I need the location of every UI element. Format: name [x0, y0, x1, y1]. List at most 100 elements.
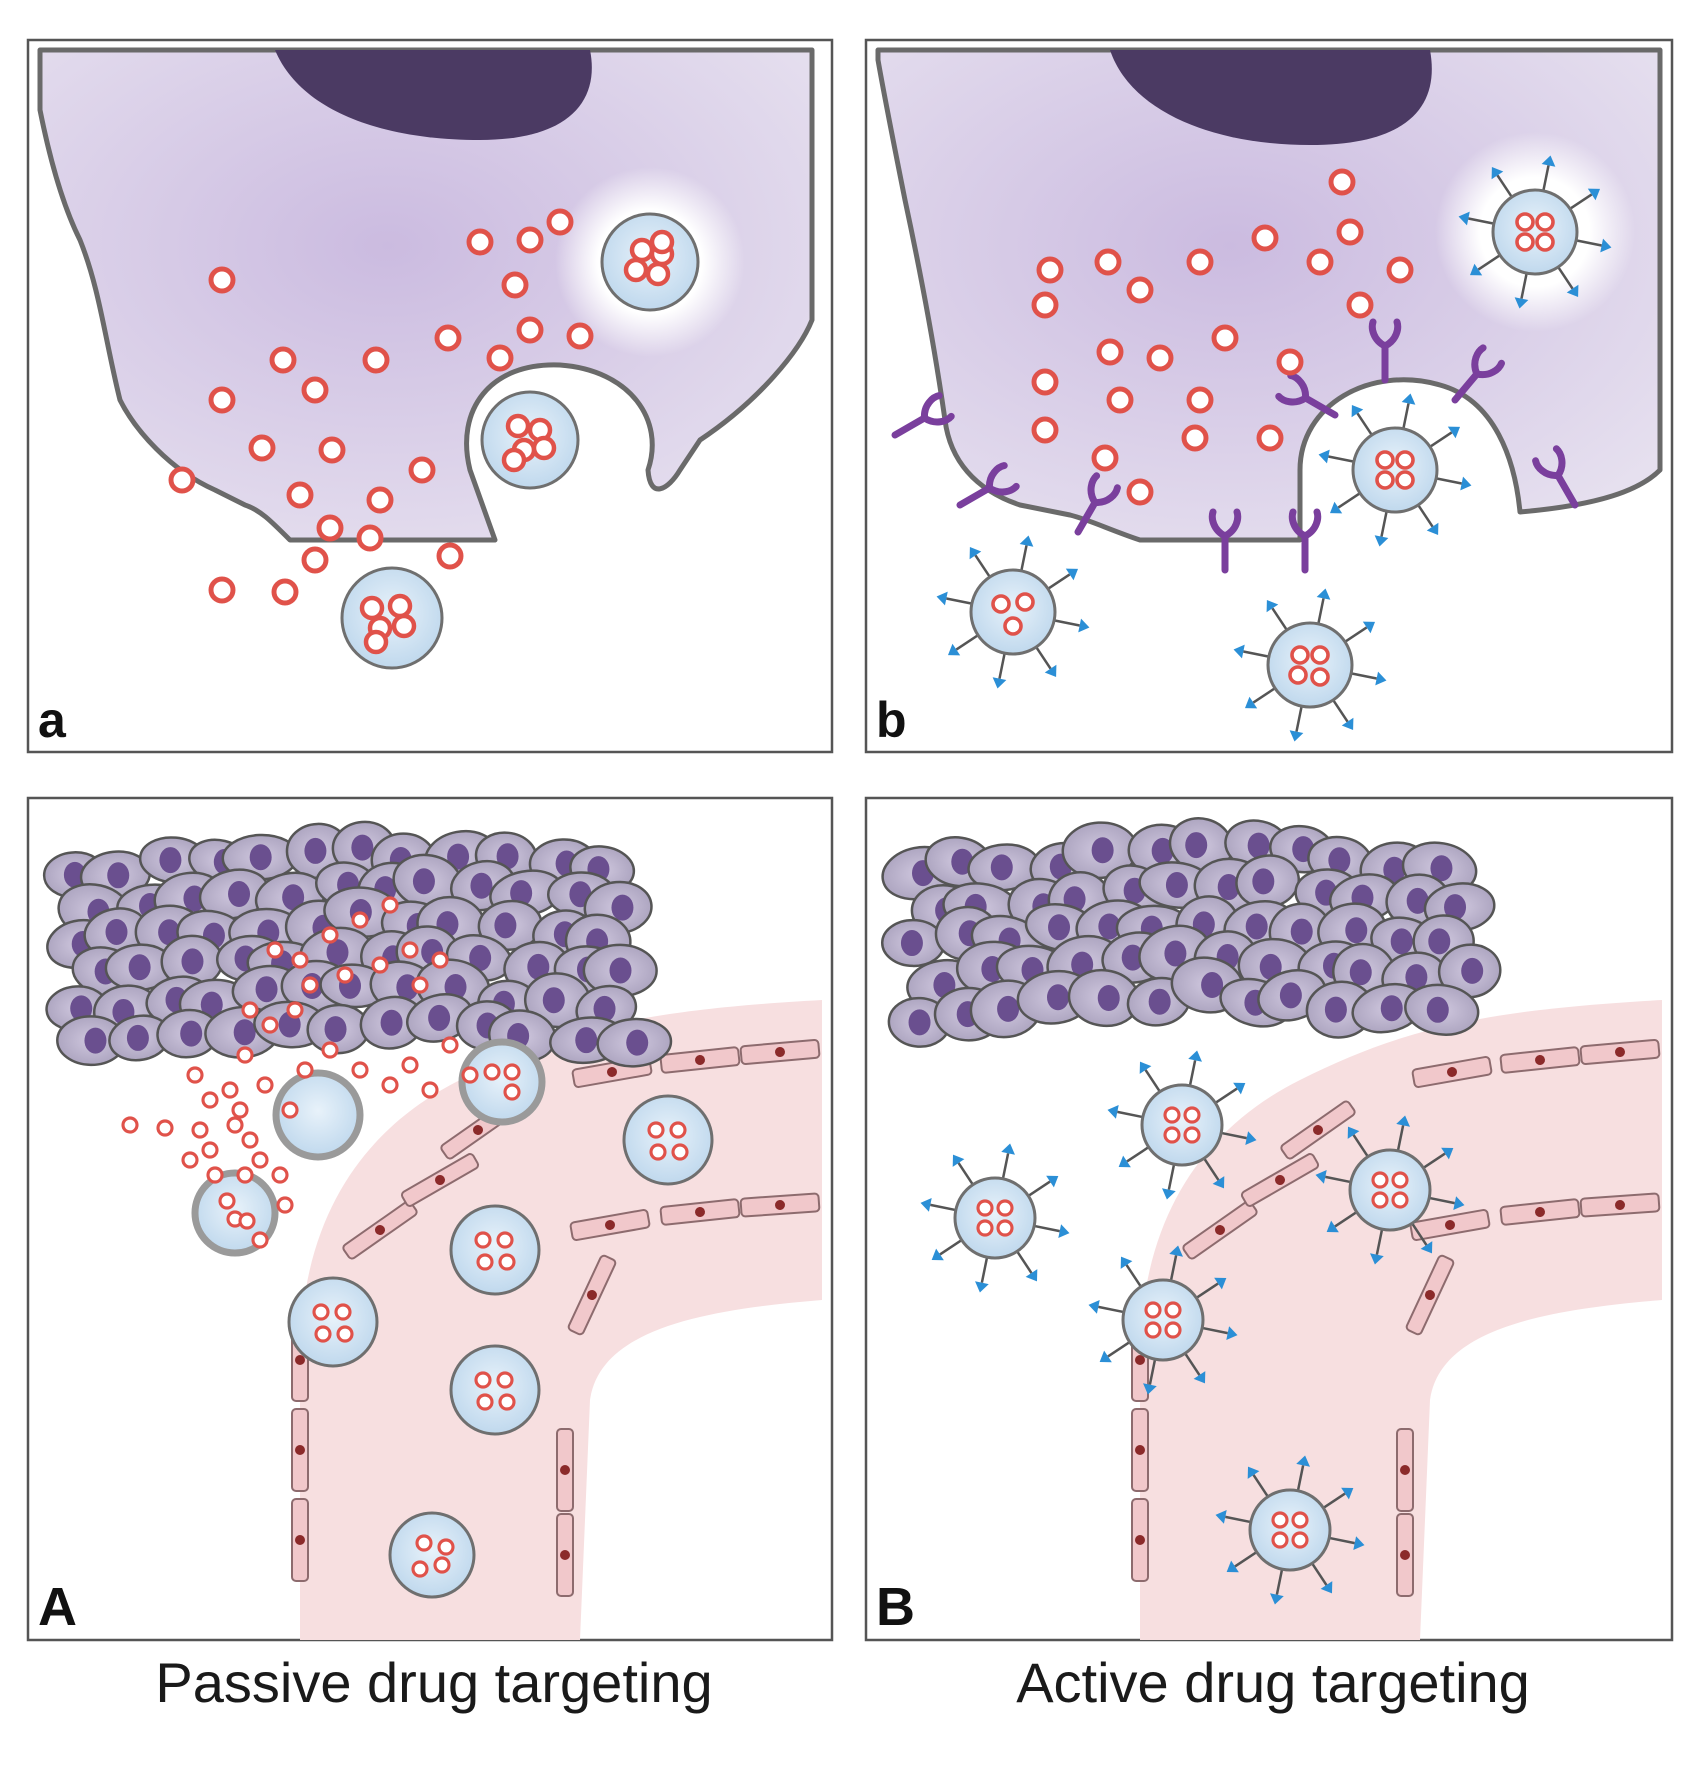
ligand-stalk: [1311, 1562, 1328, 1586]
ligand-arrow: [1329, 501, 1343, 514]
drug-molecule: [1395, 450, 1415, 470]
ligand-stalk: [1125, 1264, 1142, 1288]
drug-molecule: [251, 1231, 269, 1249]
drug-molecule: [318, 436, 346, 464]
ligand-arrow: [1420, 1241, 1433, 1254]
tumor-cell-nucleus: [527, 953, 550, 980]
drug-molecule: [186, 1066, 204, 1084]
drug-molecule: [208, 576, 236, 604]
drug-molecule: [411, 1560, 429, 1578]
ligand-arrow: [1541, 155, 1556, 167]
carrier-shell: [1266, 621, 1354, 709]
receptor-shape: [1074, 472, 1121, 536]
ligand-arrow: [1362, 621, 1376, 634]
endothelial-nucleus: [1135, 1355, 1145, 1365]
drug-molecule: [241, 1131, 259, 1149]
ligand-arrow: [1320, 1581, 1333, 1594]
drug-molecule: [1288, 665, 1308, 685]
ligand-arrow: [1143, 1383, 1157, 1395]
drug-molecule: [316, 514, 344, 542]
drug-molecule: [241, 1001, 259, 1019]
targeted-nanocarrier: [1315, 1115, 1465, 1265]
ligand-stalk: [1167, 1163, 1176, 1190]
ligand-arrow: [1245, 1131, 1257, 1145]
nanocarrier: [340, 566, 444, 670]
drug-molecule: [1395, 470, 1415, 490]
ligand-stalk: [1344, 626, 1368, 643]
targeted-nanocarrier: [1233, 588, 1387, 742]
drug-molecule: [321, 1041, 339, 1059]
tumor-cell-nucleus: [105, 918, 128, 945]
ligand-arrow: [1088, 1300, 1100, 1314]
receptor: [1368, 318, 1402, 384]
tumor-cell-nucleus: [228, 881, 251, 908]
drug-molecule: [1306, 248, 1334, 276]
drug-molecule: [461, 1066, 479, 1084]
ligand-arrow: [1491, 166, 1504, 180]
carrier-shell: [1248, 1488, 1332, 1572]
nanocarrier: [191, 1169, 279, 1257]
targeted-nanocarrier: [920, 1143, 1070, 1293]
tumor-cell-nucleus: [412, 868, 435, 895]
tumor-cell-nucleus: [1185, 832, 1208, 859]
drug-molecule: [1535, 212, 1555, 232]
ligand-stalk: [1435, 477, 1462, 485]
endothelial-cell: [739, 1192, 821, 1218]
endothelial-cell: [1182, 1200, 1258, 1260]
ligand-arrow: [1460, 476, 1472, 491]
ligand-stalk: [998, 652, 1006, 679]
panel-label-A: A: [38, 1577, 77, 1637]
ligand-stalk: [1542, 165, 1550, 192]
tumor-cell-nucleus: [1046, 984, 1069, 1011]
ligand-stalk: [1271, 607, 1288, 631]
drug-molecule: [1310, 667, 1330, 687]
ligand-arrow: [1374, 535, 1389, 547]
ligand-stalk: [1053, 619, 1080, 627]
tumor-cell: [880, 918, 946, 968]
drug-molecule: [629, 237, 655, 263]
endothelial-nucleus: [1215, 1225, 1225, 1235]
drug-molecule: [645, 261, 671, 287]
nanocarrier: [272, 1069, 364, 1161]
drug-molecule: [503, 1063, 521, 1081]
nucleus: [275, 50, 592, 140]
endothelial-cell: [1499, 1046, 1581, 1074]
drug-molecule: [121, 1116, 139, 1134]
tumor-cell-nucleus: [84, 1027, 107, 1054]
drug-molecule: [1211, 324, 1239, 352]
ligand-arrow: [1396, 1115, 1410, 1127]
targeted-nanocarrier: [1215, 1455, 1365, 1605]
drug-molecule: [269, 346, 297, 374]
tumor-cell: [1437, 943, 1502, 999]
receptor-shape: [1532, 445, 1579, 509]
drug-molecule: [501, 271, 529, 299]
drug-molecule: [496, 1371, 514, 1389]
ligand-stalk: [1429, 431, 1453, 448]
tumor-cell-nucleus: [609, 957, 632, 984]
ligand-stalk: [1375, 1228, 1384, 1255]
nanocarrier: [449, 1204, 541, 1296]
endothelial-cell: [659, 1046, 741, 1074]
drug-molecule: [1186, 386, 1214, 414]
nanocarrier: [458, 1038, 546, 1126]
ligand-stalk: [1411, 1222, 1428, 1246]
tumor-cell-nucleus: [990, 854, 1013, 881]
tumor-cell-nucleus: [1405, 964, 1428, 991]
drug-molecule: [649, 1143, 667, 1161]
drug-molecule: [1003, 616, 1023, 636]
drug-molecule: [181, 1151, 199, 1169]
drug-molecule: [334, 1303, 352, 1321]
carrier-shell: [1348, 1148, 1432, 1232]
receptor-shape: [1451, 344, 1505, 404]
tumor-cell-nucleus: [1148, 988, 1171, 1015]
drug-molecule: [366, 486, 394, 514]
tumor-cell-nucleus: [469, 944, 492, 971]
panel-label-a: a: [38, 692, 67, 748]
ligand-arrow: [1193, 1371, 1206, 1384]
carrier-shell: [600, 212, 700, 312]
drug-molecule: [1386, 256, 1414, 284]
endothelial-nucleus: [1615, 1200, 1625, 1210]
free-drug-molecules: [121, 168, 1414, 1249]
drug-molecule: [496, 1231, 514, 1249]
ligand-stalk: [1520, 272, 1528, 299]
